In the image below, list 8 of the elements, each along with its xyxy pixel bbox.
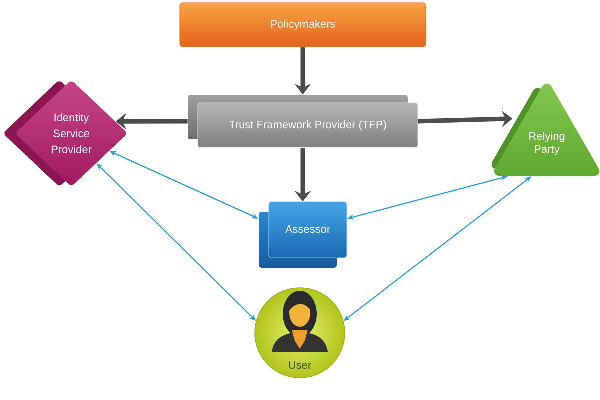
arrow: [294, 47, 312, 95]
arrow: [116, 114, 188, 130]
stacked-triangle: Relying Party: [492, 84, 600, 176]
banner-box: Policymakers: [180, 2, 426, 48]
arrow: [294, 148, 312, 202]
stacked-box: Assessor: [268, 202, 348, 258]
arrow: [418, 111, 513, 128]
stacked-box: Trust Framework Provider (TFP): [198, 102, 418, 148]
